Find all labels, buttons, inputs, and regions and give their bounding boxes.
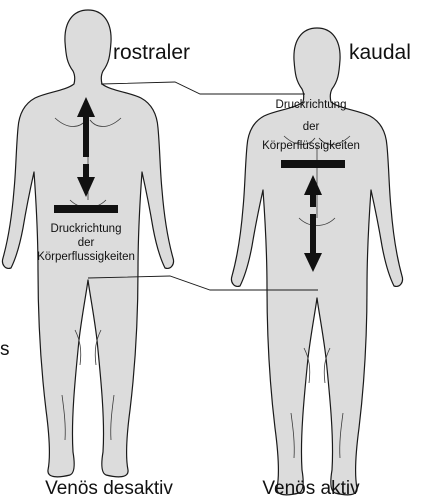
left-caption: Venös desaktiv	[45, 478, 173, 499]
left-pressure-line2: der	[78, 237, 95, 249]
rostral-label: rostraler	[113, 41, 190, 64]
right-pressure-line3: Körperflüssigkeiten	[262, 140, 360, 152]
rostral-leader-line	[101, 82, 305, 94]
right-caption: Venös aktiv	[262, 478, 360, 499]
right-pressure-line1: Druckrichtung	[276, 99, 347, 111]
right-pressure-line2: der	[303, 121, 320, 133]
left-pressure-bar	[54, 205, 118, 213]
edge-character: s	[0, 339, 10, 360]
kaudal-label: kaudal	[349, 41, 411, 64]
left-pressure-line3: Körperflussigkeiten	[37, 251, 135, 263]
right-pressure-bar	[281, 160, 345, 168]
left-pressure-line1: Druckrichtung	[51, 223, 122, 235]
